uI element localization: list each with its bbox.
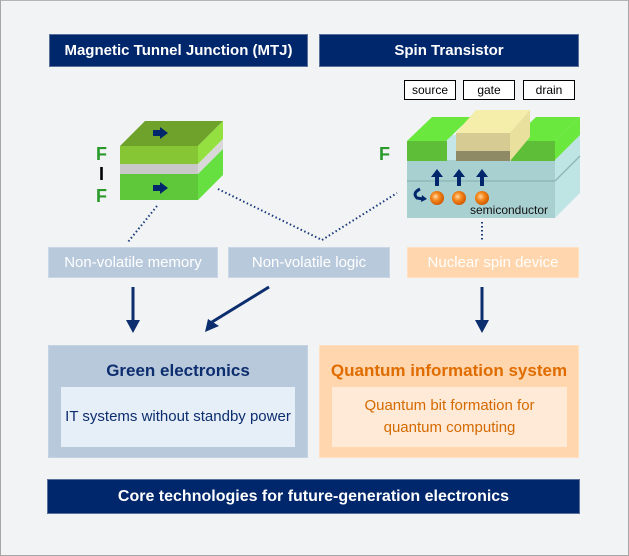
mtj-header: Magnetic Tunnel Junction (MTJ) (49, 34, 308, 67)
mtj-ferromagnet-bottom-label: F (96, 186, 107, 206)
mtj-stack (120, 121, 223, 200)
green-electronics-body: IT systems without standby power (61, 387, 295, 447)
gate-label: gate (463, 80, 515, 100)
mtj-bottom-layer-side (198, 149, 223, 200)
mtj-top-layer-side (198, 121, 223, 164)
spin-rotation-icon (413, 187, 424, 201)
quantum-information-body: Quantum bit formation for quantum comput… (332, 387, 567, 447)
mtj-top-face (120, 121, 223, 146)
mtj-top-arrow-icon (153, 127, 168, 139)
transistor-ferromagnet-label: F (379, 144, 390, 164)
app-nuclear-spin-device: Nuclear spin device (407, 247, 579, 278)
spin-up-arrow-icon (476, 169, 488, 186)
electron-icon (452, 191, 466, 205)
semiconductor-label: semiconductor (470, 203, 549, 217)
electron-icon (475, 191, 489, 205)
electron-icon (430, 191, 444, 205)
core-technologies-banner: Core technologies for future-generation … (47, 479, 580, 514)
mtj-insulator-front (120, 164, 198, 174)
arrow-logic-to-green (211, 285, 270, 324)
drain-label: drain (523, 80, 575, 100)
mtj-insulator-side (198, 139, 223, 174)
mtj-top-layer-front (120, 146, 198, 164)
quantum-information-panel: Quantum information system Quantum bit f… (319, 345, 579, 458)
flow-arrows (126, 285, 489, 333)
mtj-bottom-arrow-icon (153, 182, 168, 194)
spin-up-arrow-icon (431, 169, 443, 186)
green-electronics-body-text: IT systems without standby power (65, 408, 291, 425)
mtj-ferromagnet-top-label: F (96, 144, 107, 164)
spin-transistor-device (407, 110, 581, 218)
source-label: source (404, 80, 456, 100)
app-non-volatile-memory: Non-volatile memory (48, 247, 218, 278)
mtj-insulator-label: I (99, 164, 105, 184)
green-electronics-panel: Green electronics IT systems without sta… (48, 345, 308, 458)
quantum-information-title: Quantum information system (330, 361, 568, 380)
spin-up-arrow-icon (453, 169, 465, 186)
quantum-body-line-2: quantum computing (383, 419, 516, 436)
dotted-connectors (127, 188, 483, 243)
app-non-volatile-logic: Non-volatile logic (228, 247, 390, 278)
quantum-body-line-1: Quantum bit formation for (364, 397, 535, 414)
spin-transistor-header: Spin Transistor (319, 34, 579, 67)
green-electronics-title: Green electronics (106, 361, 250, 380)
